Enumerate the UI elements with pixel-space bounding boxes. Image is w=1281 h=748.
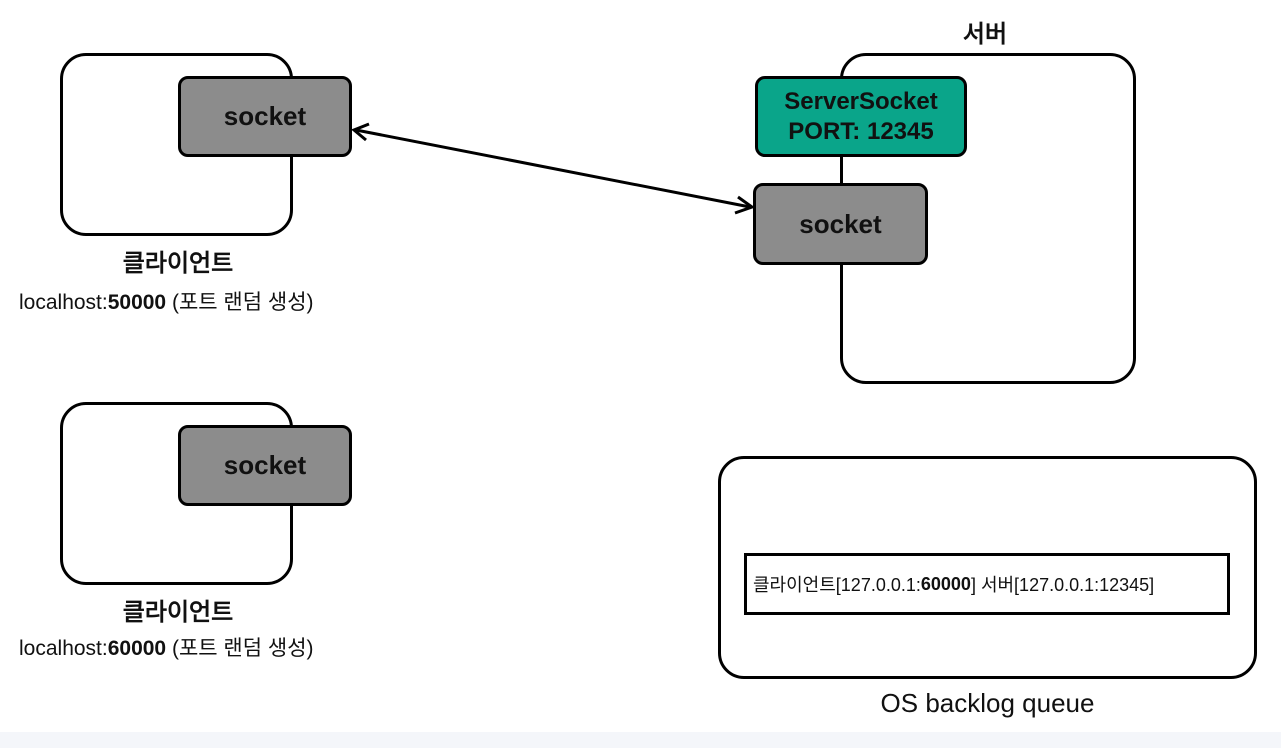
client2-host-prefix: localhost: bbox=[19, 637, 108, 660]
queue-entry-client-prefix: 클라이언트[127.0.0.1: bbox=[753, 575, 921, 595]
server-socket-connection-label: socket bbox=[799, 208, 882, 239]
server-title: 서버 bbox=[962, 21, 1008, 48]
server-socket-connection: socket bbox=[753, 183, 928, 265]
client1-address: localhost:50000 (포트 랜덤 생성) bbox=[19, 286, 314, 316]
client2-port-note: (포트 랜덤 생성) bbox=[166, 637, 314, 660]
client2-title: 클라이언트 bbox=[122, 599, 234, 626]
server-socket: ServerSocket PORT: 12345 bbox=[755, 76, 967, 157]
client1-title: 클라이언트 bbox=[122, 250, 234, 277]
client1-host-prefix: localhost: bbox=[19, 291, 108, 314]
client1-port: 50000 bbox=[107, 291, 167, 314]
client1-socket-label: socket bbox=[223, 101, 307, 131]
client1-port-note: (포트 랜덤 생성) bbox=[166, 291, 314, 314]
arrowhead-server bbox=[734, 195, 756, 215]
client1-socket: socket bbox=[178, 76, 352, 157]
backlog-queue-entry: 클라이언트[127.0.0.1:60000] 서버[127.0.0.1:1234… bbox=[744, 553, 1230, 615]
client2-port: 60000 bbox=[107, 637, 167, 660]
client2-socket-label: socket bbox=[223, 450, 307, 480]
bottom-band bbox=[0, 732, 1281, 748]
queue-entry-server: ] 서버[127.0.0.1:12345] bbox=[970, 575, 1155, 595]
connection-line bbox=[355, 128, 751, 209]
server-socket-port: PORT: 12345 bbox=[788, 117, 934, 145]
client2-socket: socket bbox=[178, 425, 352, 506]
client2-address: localhost:60000 (포트 랜덤 생성) bbox=[19, 632, 314, 662]
server-socket-name: ServerSocket bbox=[784, 87, 938, 115]
arrowhead-client bbox=[351, 122, 370, 142]
queue-entry-client-port: 60000 bbox=[920, 573, 971, 594]
backlog-queue-caption: OS backlog queue bbox=[880, 688, 1095, 718]
